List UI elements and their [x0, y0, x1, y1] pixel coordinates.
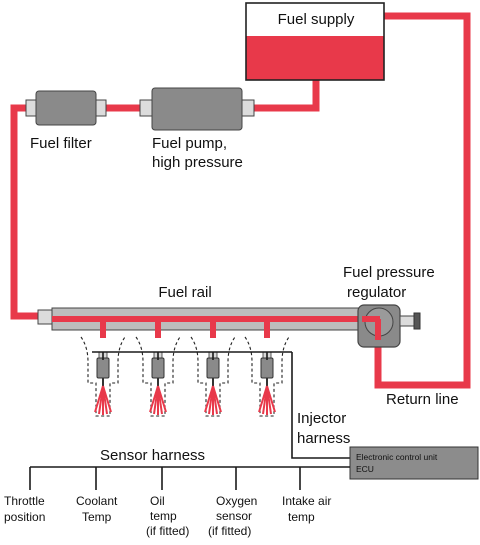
- spray-stream: [212, 385, 222, 413]
- injector-harness-to-ecu: [291, 352, 350, 459]
- sensor-label-line: Throttle: [4, 494, 45, 508]
- injector-body: [260, 357, 274, 379]
- intake-runner-outline: [80, 336, 126, 417]
- fuel-spray: [149, 385, 167, 415]
- injector-body: [151, 357, 165, 379]
- fuel-supply-tank: Fuel supply: [245, 2, 385, 81]
- sensor-label-line: sensor: [216, 509, 252, 523]
- spray-stream: [102, 385, 112, 413]
- sensor-oil-temp: Oil temp (if fitted): [146, 494, 189, 538]
- sensor-label-line: temp: [288, 510, 315, 524]
- fuel-rail-label: Fuel rail: [158, 284, 211, 301]
- injector-harness-label-line2: harness: [297, 430, 350, 447]
- intake-runner-outline: [190, 336, 236, 417]
- tank-outline: [245, 2, 385, 81]
- fuel-spray: [258, 385, 276, 415]
- fuel-pressure-regulator-label-line2: regulator: [347, 284, 406, 301]
- intake-runner-outline: [135, 336, 181, 417]
- injector-unit: [135, 336, 181, 417]
- fuel-pressure-regulator: Fuel pressure regulator: [343, 264, 435, 348]
- sensor-harness-label: Sensor harness: [100, 447, 205, 464]
- injector-body: [96, 357, 110, 379]
- sensor-label-line: (if fitted): [146, 524, 189, 538]
- injector-harness-label-line1: Injector: [297, 410, 346, 427]
- filter-cap-right: [95, 99, 107, 117]
- sensor-intake-air-temp: Intake air temp: [282, 494, 331, 524]
- sensor-coolant-temp: Coolant Temp: [76, 494, 118, 524]
- injector-harness: [92, 351, 350, 459]
- fuel-spray: [204, 385, 222, 415]
- tank-fuel-fill: [246, 36, 384, 80]
- sensor-labels: Throttle position Coolant Temp Oil temp …: [4, 494, 331, 538]
- return-line: [374, 12, 471, 389]
- fuel-rail: Fuel rail: [37, 284, 363, 338]
- spray-stream: [157, 385, 167, 413]
- injector-unit: [190, 336, 236, 417]
- sensor-harness: [29, 466, 350, 490]
- sensor-label-line: Intake air: [282, 494, 331, 508]
- regulator-vacuum-port: [399, 315, 415, 327]
- ecu-label-line2: ECU: [356, 464, 374, 474]
- return-line-label: Return line: [386, 391, 459, 408]
- sensor-label-line: (if fitted): [208, 524, 251, 538]
- pump-cap-right: [241, 99, 255, 117]
- fuel-pump-label-line2: high pressure: [152, 154, 243, 171]
- fuel-pressure-regulator-label-line1: Fuel pressure: [343, 264, 435, 281]
- fuel-pump: Fuel pump, high pressure: [139, 87, 255, 171]
- pump-cap-left: [139, 99, 153, 117]
- regulator-vacuum-cap: [413, 312, 421, 330]
- fuel-pump-label-line1: Fuel pump,: [152, 135, 227, 152]
- ecu: Electronic control unit ECU: [349, 446, 479, 480]
- fuel-filter: Fuel filter: [25, 90, 107, 152]
- ecu-box: [349, 446, 479, 480]
- fuel-filter-label: Fuel filter: [30, 135, 92, 152]
- fuel-spray: [94, 385, 112, 415]
- injector-bank: [80, 336, 290, 417]
- supply-line: [10, 80, 320, 320]
- injector-unit: [80, 336, 126, 417]
- intake-runner-outline: [244, 336, 290, 417]
- fuel-lines: [10, 12, 471, 389]
- sensor-oxygen: Oxygen sensor (if fitted): [208, 494, 257, 538]
- sensor-label-line: temp: [150, 509, 177, 523]
- fuel-supply-label: Fuel supply: [278, 11, 355, 28]
- sensor-label-line: position: [4, 510, 45, 524]
- rail-injector-feeds: [100, 316, 270, 338]
- sensor-label-line: Oxygen: [216, 494, 257, 508]
- sensor-label-line: Oil: [150, 494, 165, 508]
- filter-body: [35, 90, 97, 126]
- filter-cap-left: [25, 99, 37, 117]
- pump-body: [151, 87, 243, 131]
- sensor-label-line: Coolant: [76, 494, 118, 508]
- sensor-throttle-position: Throttle position: [4, 494, 45, 524]
- spray-stream: [266, 385, 276, 413]
- ecu-label-line1: Electronic control unit: [356, 452, 438, 462]
- injector-unit: [244, 336, 290, 417]
- sensor-label-line: Temp: [82, 510, 112, 524]
- rail-end-fitting: [37, 309, 53, 325]
- injector-body: [206, 357, 220, 379]
